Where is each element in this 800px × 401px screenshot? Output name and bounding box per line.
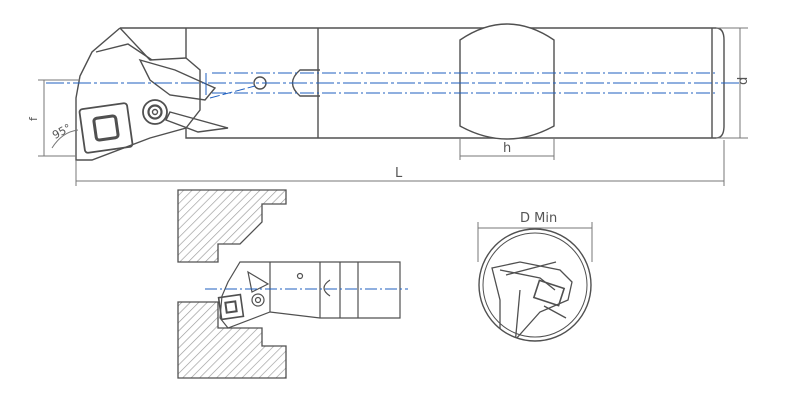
dimensions (38, 27, 748, 186)
dim-L-label: L (395, 166, 403, 181)
dim-f-label: f (27, 116, 40, 121)
hatched-bore-section-bottom (177, 301, 287, 379)
dim-h-label: h (503, 141, 511, 156)
main-tool-view (46, 23, 740, 161)
clamp-lever (138, 58, 217, 101)
bore-circle (478, 228, 592, 342)
d-min-view: D Min (477, 211, 593, 342)
hatched-bore-section-top (177, 189, 287, 263)
square-insert-icon (78, 102, 134, 154)
dim-d-label: d (736, 77, 751, 85)
tool-head (75, 27, 201, 161)
dim-d-min-label: D Min (520, 211, 557, 226)
bore-section-view (177, 189, 408, 379)
clamp-screw-icon (142, 99, 168, 125)
shank-flat (459, 23, 555, 140)
dim-angle-label: 95° (50, 121, 73, 142)
